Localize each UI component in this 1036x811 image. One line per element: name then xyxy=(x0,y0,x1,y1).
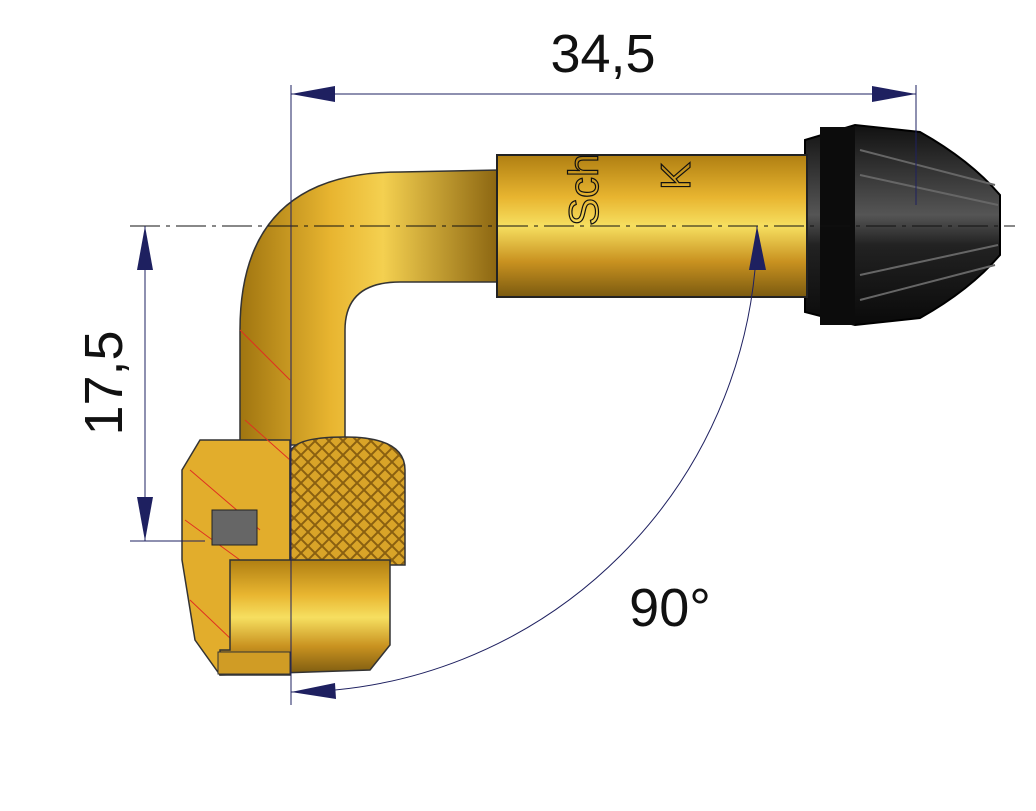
angle-dimension-label: 90° xyxy=(629,578,711,638)
length-dimension-label: 34,5 xyxy=(550,24,655,84)
dimension-lines xyxy=(130,85,917,705)
valve-base xyxy=(181,329,406,676)
dimension-arrows xyxy=(137,86,916,699)
height-dimension-label: 17,5 xyxy=(74,330,134,435)
valve-stem: Sch K xyxy=(239,153,808,446)
valve-cap xyxy=(804,123,1001,327)
stem-text-k: K xyxy=(652,162,699,190)
stem-text-sch: Sch xyxy=(560,154,607,226)
